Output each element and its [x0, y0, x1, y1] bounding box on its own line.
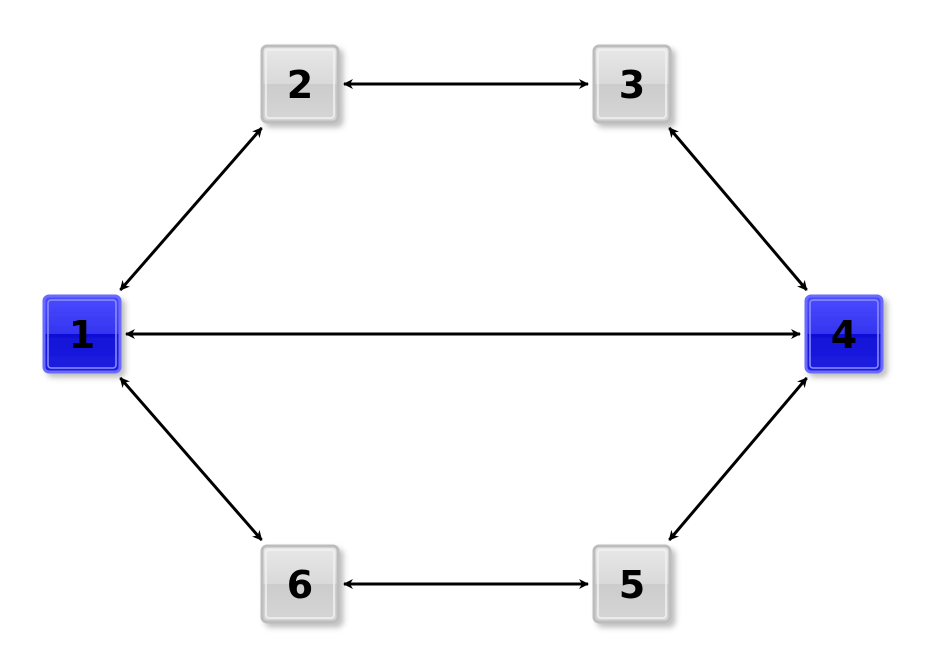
node-5[interactable]: 5	[592, 544, 672, 624]
node-box	[260, 544, 340, 624]
edges	[119, 79, 808, 589]
node-label: 4	[831, 313, 857, 357]
node-box-highlight	[597, 49, 667, 119]
edge-1-2	[119, 127, 263, 291]
node-6[interactable]: 6	[260, 544, 340, 624]
edge-4-5	[668, 377, 808, 541]
node-box	[804, 294, 884, 374]
node-box-highlight	[597, 549, 667, 619]
node-box	[592, 44, 672, 124]
node-box	[260, 44, 340, 124]
edge-6-1	[119, 377, 263, 541]
node-box-highlight	[265, 49, 335, 119]
node-1[interactable]: 1	[42, 294, 122, 374]
node-box-highlight	[809, 299, 879, 369]
node-box-highlight	[47, 299, 117, 369]
nodes: 1 2 3 4 5 6	[42, 44, 884, 624]
node-label: 6	[287, 563, 313, 607]
node-label: 2	[287, 63, 313, 107]
node-box	[592, 544, 672, 624]
node-label: 5	[619, 563, 645, 607]
edge-3-4	[668, 127, 808, 291]
node-label: 3	[619, 63, 645, 107]
node-3[interactable]: 3	[592, 44, 672, 124]
node-2[interactable]: 2	[260, 44, 340, 124]
node-box	[42, 294, 122, 374]
node-4[interactable]: 4	[804, 294, 884, 374]
node-box-highlight	[265, 549, 335, 619]
node-label: 1	[69, 313, 95, 357]
